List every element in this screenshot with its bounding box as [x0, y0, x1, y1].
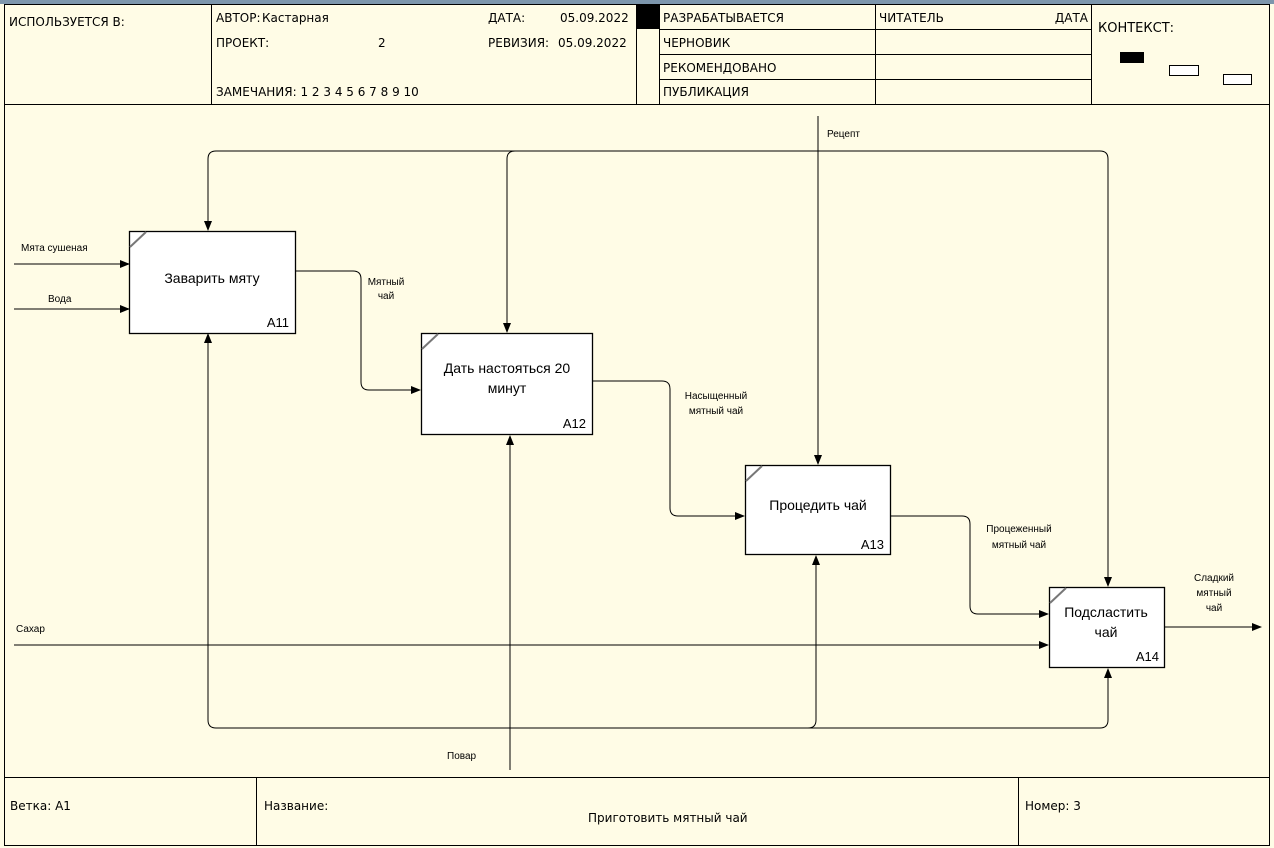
label-sweet-tea-2: мятный	[1196, 588, 1231, 599]
label-sweet-tea-1: Сладкий	[1194, 573, 1234, 584]
project-label: ПРОЕКТ:	[216, 36, 269, 50]
title-label: Название:	[264, 799, 328, 813]
label-water: Вода	[48, 294, 72, 305]
author-value: Кастарная	[262, 11, 329, 25]
reader-label: ЧИТАТЕЛЬ	[879, 11, 944, 25]
box-a14-title-1: Подсластить	[1064, 604, 1148, 620]
revision-value: 05.09.2022	[558, 36, 627, 50]
box-a11[interactable]: Заварить мяту A11	[128, 230, 297, 335]
arrow-recipe-a14	[818, 150, 1112, 587]
label-mint-tea-1: Мятный	[368, 277, 405, 288]
date-label: ДАТА:	[488, 11, 525, 25]
label-sweet-tea-3: чай	[1206, 603, 1222, 614]
label-sugar: Сахар	[16, 624, 45, 635]
box-a13-number: A13	[861, 537, 884, 552]
box-a12[interactable]: Дать настояться 20 минут A12	[420, 332, 594, 436]
arrow-strained-tea	[891, 515, 1049, 618]
arrow-cook-a11	[204, 333, 510, 729]
header: ИСПОЛЬЗУЕТСЯ В: АВТОР: Кастарная ПРОЕКТ:…	[4, 5, 1270, 105]
arrow-mint-tea	[295, 270, 421, 394]
footer: Ветка: A1 Название: Приготовить мятный ч…	[4, 777, 1270, 846]
arrow-rich-tea	[593, 380, 745, 520]
notes-label: ЗАМЕЧАНИЯ: 1 2 3 4 5 6 7 8 9 10	[216, 85, 419, 99]
arrows	[14, 116, 1262, 770]
used-in-label: ИСПОЛЬЗУЕТСЯ В:	[9, 15, 125, 29]
arrow-labels: Мята сушеная Вода Рецепт Мятный чай Насы…	[16, 129, 1234, 762]
label-rich-tea-2: мятный чай	[689, 406, 743, 417]
context-thumbnail	[1120, 52, 1252, 85]
window-top-strip	[0, 0, 1274, 4]
box-a12-title-1: Дать настояться 20	[444, 360, 571, 376]
status-developing: РАЗРАБАТЫВАЕТСЯ	[663, 11, 784, 25]
box-a14[interactable]: Подсластить чай A14	[1048, 586, 1166, 669]
label-cook: Повар	[447, 751, 477, 762]
box-a11-title: Заварить мяту	[164, 270, 259, 286]
box-a12-title-2: минут	[488, 380, 527, 396]
revision-label: РЕВИЗИЯ:	[488, 36, 549, 50]
author-label: АВТОР:	[216, 11, 261, 25]
arrow-cook-a14	[510, 668, 1112, 729]
label-strained-tea-2: мятный чай	[992, 540, 1046, 551]
label-rich-tea-1: Насыщенный	[685, 391, 747, 402]
label-strained-tea-1: Процеженный	[986, 524, 1051, 535]
page-number: Номер: 3	[1025, 799, 1081, 813]
outer-frame	[4, 4, 1270, 846]
arrow-recipe-a12	[503, 150, 818, 333]
box-a12-number: A12	[563, 416, 586, 431]
status-publication: ПУБЛИКАЦИЯ	[663, 85, 749, 99]
reader-date-label: ДАТА	[1055, 11, 1089, 25]
label-mint-tea-2: чай	[378, 291, 394, 302]
box-a13[interactable]: Процедить чай A13	[744, 464, 892, 556]
branch-label: Ветка: A1	[10, 799, 71, 813]
box-a14-title-2: чай	[1095, 624, 1118, 640]
status-draft: ЧЕРНОВИК	[663, 36, 731, 50]
box-a11-number: A11	[267, 315, 289, 330]
project-value: 2	[378, 36, 386, 50]
status-current-marker	[637, 5, 659, 29]
diagram-title: Приготовить мятный чай	[588, 811, 748, 825]
context-label: КОНТЕКСТ:	[1098, 21, 1174, 36]
date-value: 05.09.2022	[560, 11, 629, 25]
label-mint: Мята сушеная	[21, 243, 88, 254]
label-recipe: Рецепт	[827, 129, 860, 140]
box-a13-title: Процедить чай	[769, 497, 866, 513]
box-a14-number: A14	[1136, 649, 1159, 664]
arrow-recipe-a11	[204, 150, 818, 231]
status-recommended: РЕКОМЕНДОВАНО	[663, 61, 776, 75]
arrow-cook-a13	[510, 555, 820, 729]
